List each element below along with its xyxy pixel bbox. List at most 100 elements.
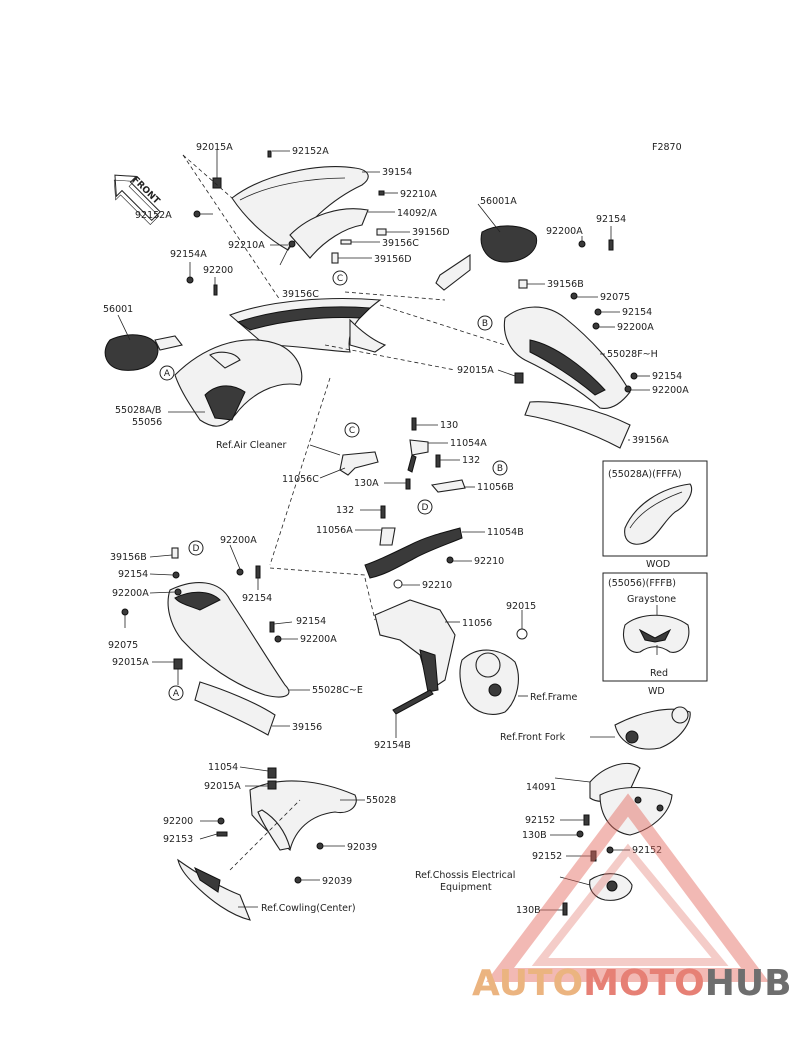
nut-92200A-lower [624, 385, 632, 393]
label-92075-1: 92075 [600, 292, 630, 303]
pad-39156 [194, 681, 276, 736]
pad-39156D [376, 228, 387, 236]
label-92015A-3: 92015A [112, 657, 149, 668]
cowling-center-ref [177, 858, 251, 921]
label-55028: 55028 [366, 795, 396, 806]
grommet-92015A [212, 177, 222, 189]
label-92015A-4: 92015A [204, 781, 241, 792]
label-130-1: 130 [440, 420, 458, 431]
inset-wod: (55028A)(FFFA) WOD [602, 460, 708, 570]
label-92200A-3: 92200A [652, 385, 689, 396]
watermark-text: AUTOMOTOHUB [472, 963, 792, 1004]
label-92152-1: 92152 [525, 815, 555, 826]
label-39156C-1: 39156C [382, 238, 419, 249]
nut-92210-right [446, 556, 454, 564]
label-39156B-1: 39156B [547, 279, 584, 290]
bolt-130A [405, 478, 411, 490]
label-ref-air-cleaner: Ref.Air Cleaner [216, 440, 287, 451]
side-cowl-left-55028AB [174, 339, 303, 427]
watermark-logo: AUTOMOTOHUB [472, 793, 792, 1004]
ref-circle-d-center: D [417, 499, 433, 515]
label-56001A: 56001A [480, 196, 517, 207]
label-132-1: 132 [462, 455, 480, 466]
label-92200-2: 92200 [163, 816, 193, 827]
ref-circle-b-right: B [477, 315, 493, 331]
pad-39156C [340, 239, 352, 245]
ref-circle-c-top: C [332, 270, 348, 286]
label-39156C-2: 39156C [282, 289, 319, 300]
label-39156: 39156 [292, 722, 322, 733]
figure-code: F2870 [652, 142, 682, 153]
mirror-left-56001 [104, 334, 183, 371]
bolt-92154-left [172, 571, 180, 579]
bolt-92154-d [255, 565, 261, 579]
frame-ref [459, 649, 519, 715]
center-cowl-55028 [249, 780, 357, 851]
bolt-92152-c [606, 846, 614, 854]
bolt-130-top [411, 417, 417, 431]
bracket-11056B [430, 479, 466, 493]
upper-cowl [228, 297, 387, 353]
label-92210-2: 92210 [422, 580, 452, 591]
svg-text:A: A [173, 689, 180, 699]
nut-92200-bottom [217, 817, 225, 825]
inset-wd-code: (55056)(FFFB) [608, 578, 676, 589]
label-ref-frame: Ref.Frame [530, 692, 577, 703]
label-92200A-4: 92200A [220, 535, 257, 546]
windshield [231, 165, 369, 251]
label-92152A-2: 92152A [135, 210, 172, 221]
bracket-11056C [339, 451, 379, 476]
label-92152A-1: 92152A [292, 146, 329, 157]
bolt-132-lower [380, 505, 386, 519]
label-ref-cowling-center: Ref.Cowling(Center) [261, 903, 356, 914]
mirror-right-56001A [435, 225, 538, 291]
pad-39156A [524, 401, 631, 449]
bolt-92154-lower [630, 372, 638, 380]
bolt-92153 [216, 831, 228, 837]
stay-11054B [364, 527, 463, 579]
grommet-92015A-right [514, 372, 524, 384]
label-92154A: 92154A [170, 249, 207, 260]
bolt-92154-top [608, 239, 614, 251]
meter-cover [289, 208, 369, 259]
label-92152-2: 92152 [532, 851, 562, 862]
cover-14091 [589, 763, 673, 836]
svg-text:D: D [193, 544, 200, 554]
nut-92200A-center [274, 635, 282, 643]
label-ref-front-fork: Ref.Front Fork [500, 732, 566, 743]
label-39156D-1: 39156D [412, 227, 450, 238]
bolt-92039-right [316, 842, 324, 850]
bolt-130B-b [562, 902, 568, 916]
bolt-92039-lower [294, 876, 302, 884]
ref-circle-d-left: D [188, 540, 204, 556]
grommet-92015A-left [173, 658, 183, 670]
bolt-92075-left [121, 608, 129, 616]
label-92200A-6: 92200A [300, 634, 337, 645]
label-39156D-2: 39156D [374, 254, 412, 265]
label-92200-1: 92200 [203, 265, 233, 276]
ref-circle-c-center: C [344, 422, 360, 438]
label-92154B: 92154B [374, 740, 411, 751]
label-92015A-2: 92015A [457, 365, 494, 376]
label-92154-4: 92154 [118, 569, 148, 580]
label-11054: 11054 [208, 762, 238, 773]
label-130B-2: 130B [516, 905, 541, 916]
stay-11054A [407, 439, 429, 473]
svg-text:D: D [422, 503, 429, 513]
label-130B-1: 130B [522, 830, 547, 841]
label-55028FH: 55028F~H [607, 349, 658, 360]
label-56001: 56001 [103, 304, 133, 315]
svg-text:C: C [349, 426, 355, 436]
label-92075-2: 92075 [108, 640, 138, 651]
label-92152-3: 92152 [632, 845, 662, 856]
stay-11054 [267, 767, 277, 779]
nut-92210A-left [288, 240, 296, 248]
bolt-92152-a [583, 814, 590, 826]
label-92200A-5: 92200A [112, 588, 149, 599]
inset-wd-color1: Graystone [627, 594, 676, 605]
inset-wod-code: (55028A)(FFFA) [608, 469, 682, 480]
label-39156A: 39156A [632, 435, 669, 446]
front-fork-ref [614, 706, 691, 750]
nut-92210A-right [378, 190, 385, 196]
bolt-132-top [435, 454, 441, 468]
